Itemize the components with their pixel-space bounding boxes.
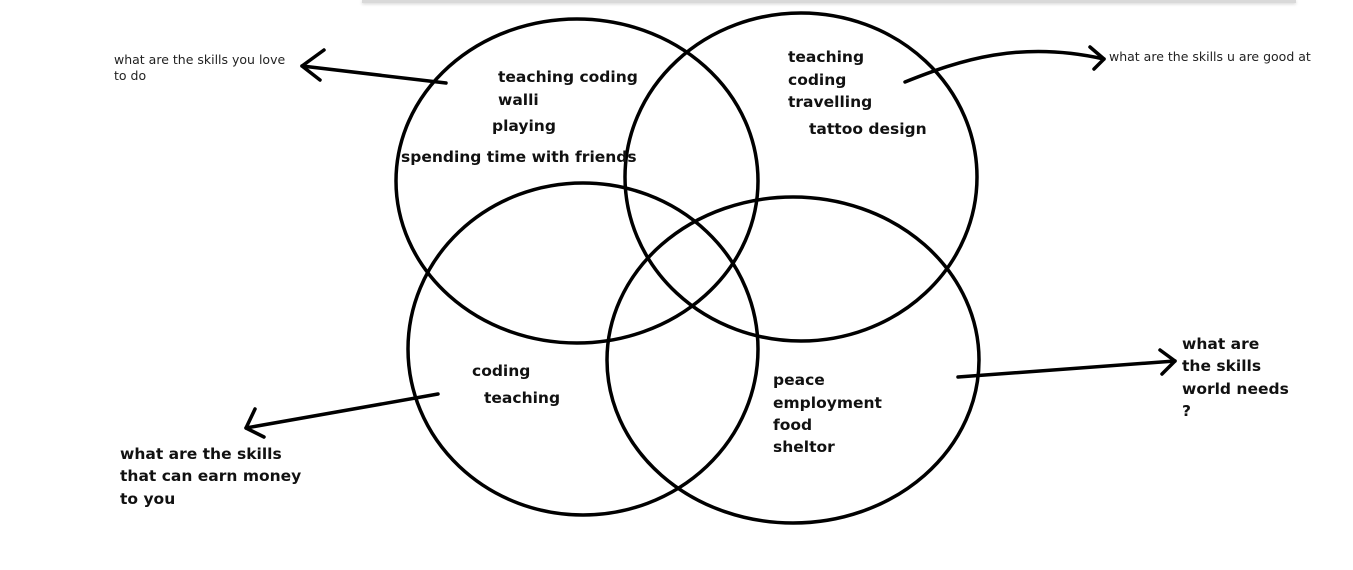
question-good-at: what are the skills u are good at: [1109, 49, 1311, 64]
arrow-good-at: [903, 45, 1106, 84]
love-item: walli: [498, 91, 539, 109]
arrow-earn: [244, 392, 440, 439]
question-love: what are the skills you love to do: [114, 52, 286, 83]
world-item: employment: [773, 394, 882, 412]
window-top-edge: [362, 0, 1296, 3]
love-item: teaching coding: [498, 68, 638, 86]
earn-item: coding: [472, 362, 531, 380]
love-item: playing: [492, 117, 556, 135]
arrow-world: [956, 348, 1177, 379]
good-at-item: coding: [788, 71, 847, 89]
question-earn: what are the skills that can earn money …: [120, 445, 302, 508]
arrow-love: [300, 48, 448, 85]
earn-item: teaching: [484, 389, 561, 407]
circle-world: [605, 195, 981, 525]
love-item: spending time with friends: [401, 148, 637, 166]
world-item: peace: [773, 371, 825, 389]
circle-earn: [406, 181, 760, 517]
circle-love: [394, 17, 760, 345]
good-at-item: teaching: [788, 48, 865, 66]
circle-good-at: [623, 11, 979, 343]
good-at-item: tattoo design: [809, 120, 927, 138]
question-world: what are the skills world needs ?: [1182, 335, 1289, 421]
world-item: sheltor: [773, 438, 835, 456]
good-at-item: travelling: [788, 93, 873, 111]
world-item: food: [773, 416, 813, 434]
